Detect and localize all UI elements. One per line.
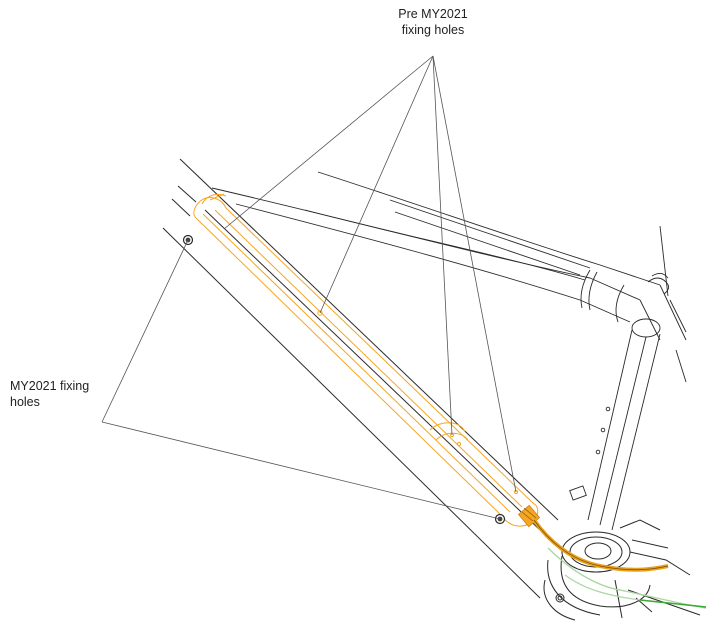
bottom-bracket (543, 519, 701, 621)
leader-lines-pre-my2021 (223, 55, 517, 493)
seat-tube (569, 225, 687, 531)
leader-lines-my2021 (101, 239, 501, 520)
down-tube (162, 158, 559, 599)
label-my2021-fixing-holes: MY2021 fixing holes (10, 379, 90, 409)
cables (532, 518, 706, 609)
label-pre-my2021-fixing-holes: Pre MY2021 fixing holes (398, 7, 468, 37)
top-tube (211, 171, 687, 341)
battery (193, 193, 539, 527)
